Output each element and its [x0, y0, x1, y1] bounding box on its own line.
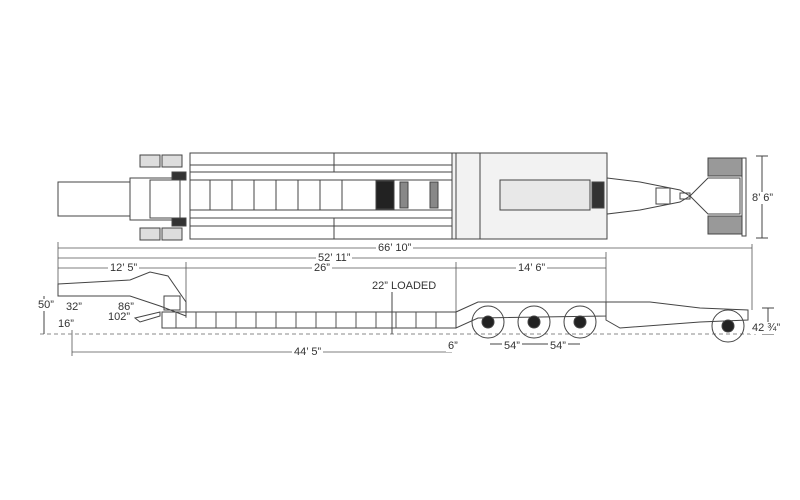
overall-length-label: 66’ 10”	[376, 242, 414, 254]
well-length-label: 44’ 5”	[292, 346, 324, 358]
dim-16-label: 16”	[56, 318, 76, 330]
dimension-lines	[57, 242, 753, 356]
side-view	[40, 271, 774, 345]
width-label: 8’ 6”	[750, 192, 775, 204]
gooseneck-height-label: 50”	[36, 299, 56, 311]
ground-clearance-label: 6”	[446, 340, 460, 352]
axle-spacing-2-label: 54”	[548, 340, 568, 352]
top-view	[57, 152, 768, 241]
axle-spacing-1-label: 54”	[502, 340, 522, 352]
trailer-length-label: 52’ 11”	[316, 252, 353, 264]
jeep-height-label: 42 ¾”	[750, 322, 783, 334]
rear-section-length-label: 14’ 6”	[516, 262, 548, 274]
dim-32-label: 32”	[64, 301, 84, 313]
dim-86-label: 86”	[116, 301, 136, 313]
dim-102-label: 102”	[106, 311, 133, 323]
deck-length-label: 26”	[312, 262, 332, 274]
loaded-deck-height-label: 22” LOADED	[370, 280, 439, 292]
gooseneck-length-label: 12’ 5”	[108, 262, 140, 274]
